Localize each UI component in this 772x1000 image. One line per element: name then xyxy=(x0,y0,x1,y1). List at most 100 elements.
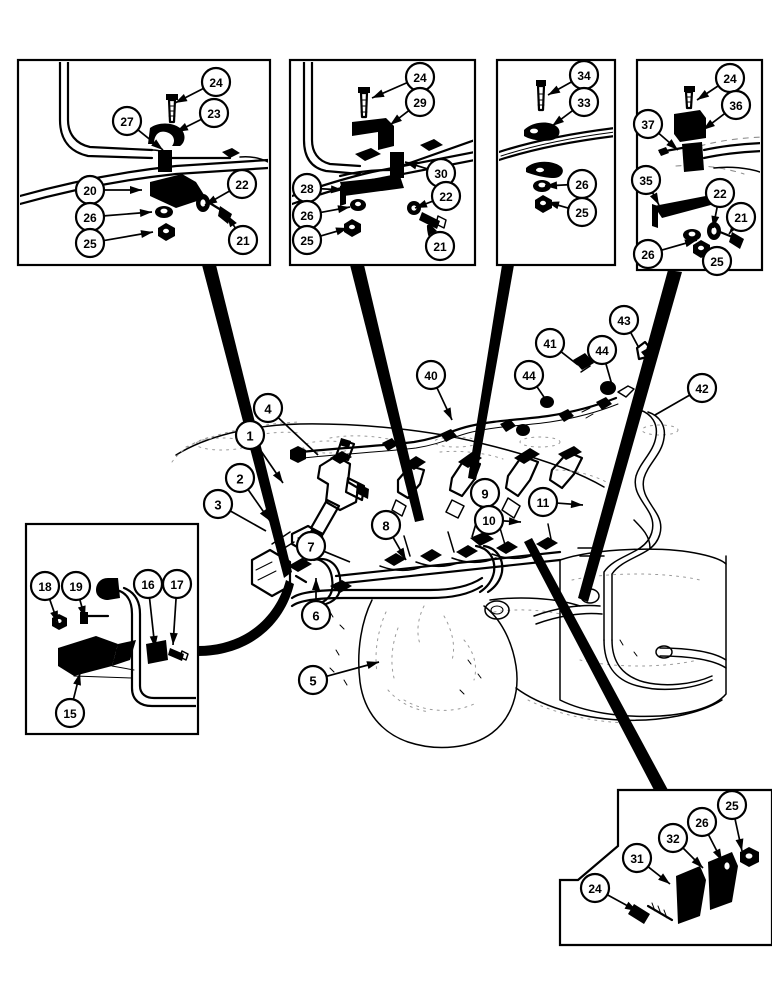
washer-44-a xyxy=(540,396,554,408)
callout-bubble[interactable] xyxy=(424,230,456,262)
bracket-28 xyxy=(340,176,404,206)
callout-bubble[interactable] xyxy=(29,570,61,602)
upper-center-left-detail-panel-callout-28-3: 28 xyxy=(291,172,344,204)
callout-bubble[interactable] xyxy=(632,108,664,140)
callout-number: 43 xyxy=(617,314,631,328)
callout-bubble[interactable] xyxy=(297,664,329,696)
upper-center-right-detail-panel-callout-33-1: 33 xyxy=(551,86,600,127)
plate-31 xyxy=(676,866,706,924)
callout-bubble[interactable] xyxy=(370,509,402,541)
bolt-19 xyxy=(80,612,110,624)
nut-25 xyxy=(535,195,552,213)
callout-arrowhead xyxy=(508,517,521,526)
callout-bubble[interactable] xyxy=(720,89,752,121)
main-callout-11-10: 11 xyxy=(527,486,584,518)
callout-bubble[interactable] xyxy=(657,822,689,854)
callout-bubble[interactable] xyxy=(198,97,230,129)
callout-bubble[interactable] xyxy=(111,105,143,137)
callout-number: 25 xyxy=(83,237,97,251)
callout-number: 27 xyxy=(120,115,134,129)
clamp-body xyxy=(158,150,172,172)
callout-bubble[interactable] xyxy=(686,806,718,838)
upper-left-detail-panel-callout-25-5: 25 xyxy=(74,227,154,259)
callout-bubble[interactable] xyxy=(226,168,258,200)
callout-bubble[interactable] xyxy=(566,196,598,228)
callout-arrowhead xyxy=(691,856,703,868)
callout-bubble[interactable] xyxy=(534,327,566,359)
nut-4 xyxy=(290,446,306,463)
bolt-17 xyxy=(168,648,189,661)
callout-arrowhead xyxy=(735,838,744,851)
clamp-36 xyxy=(674,110,706,142)
callout-arrowhead xyxy=(649,192,659,205)
callout-bubble[interactable] xyxy=(568,86,600,118)
callout-number: 36 xyxy=(729,99,743,113)
callout-bubble[interactable] xyxy=(202,488,234,520)
callout-bubble[interactable] xyxy=(404,86,436,118)
callout-bubble[interactable] xyxy=(725,201,757,233)
callout-bubble[interactable] xyxy=(686,372,718,404)
callout-bubble[interactable] xyxy=(701,245,733,277)
callout-bubble[interactable] xyxy=(513,359,545,391)
washer-26 xyxy=(155,206,173,218)
callout-bubble[interactable] xyxy=(200,66,232,98)
callout-bubble[interactable] xyxy=(579,872,611,904)
upper-right-detail-panel-callout-21-5: 21 xyxy=(725,201,757,235)
callout-arrowhead xyxy=(390,114,402,125)
upper-right-detail-panel-callout-35-3: 35 xyxy=(630,164,662,206)
callout-bubble[interactable] xyxy=(716,789,748,821)
callout-number: 3 xyxy=(214,498,221,513)
callout-bubble[interactable] xyxy=(161,568,193,600)
callout-number: 15 xyxy=(63,707,77,721)
callout-bubble[interactable] xyxy=(60,570,92,602)
callout-bubble[interactable] xyxy=(291,224,323,256)
callout-bubble[interactable] xyxy=(234,419,266,451)
callout-arrowhead xyxy=(176,123,189,132)
callout-arrowhead xyxy=(337,205,350,214)
callout-bubble[interactable] xyxy=(621,842,653,874)
callout-bubble[interactable] xyxy=(74,227,106,259)
clip-23 xyxy=(148,123,185,146)
callout-bubble[interactable] xyxy=(295,530,327,562)
main-callout-43-15: 43 xyxy=(608,304,640,349)
callout-bubble[interactable] xyxy=(473,504,505,536)
callout-bubble[interactable] xyxy=(300,599,332,631)
callout-number: 22 xyxy=(235,178,249,192)
upper-left-detail-panel-callout-23-2: 23 xyxy=(175,97,230,133)
callout-bubble[interactable] xyxy=(704,177,736,209)
callout-arrowhead xyxy=(443,407,452,420)
main-callout-10-9: 10 xyxy=(473,504,522,536)
bolt-24 xyxy=(358,87,370,119)
callout-bubble[interactable] xyxy=(632,238,664,270)
callout-number: 44 xyxy=(595,344,609,358)
callout-bubble[interactable] xyxy=(227,224,259,256)
callout-number: 26 xyxy=(300,209,314,223)
callout-number: 32 xyxy=(666,832,680,846)
washer-22 xyxy=(407,201,421,215)
callout-bubble[interactable] xyxy=(608,304,640,336)
callout-leader-line xyxy=(536,386,547,401)
lower-right-detail-panel-callout-31-3: 31 xyxy=(621,842,671,885)
main-callout-44-14: 44 xyxy=(586,334,618,386)
callout-bubble[interactable] xyxy=(586,334,618,366)
callout-bubble[interactable] xyxy=(54,697,86,729)
callout-bubble[interactable] xyxy=(430,180,462,212)
callout-arrowhead xyxy=(697,90,710,100)
callout-bubble[interactable] xyxy=(415,359,447,391)
callout-bubble[interactable] xyxy=(527,486,559,518)
callout-number: 25 xyxy=(725,799,739,813)
callout-arrowhead xyxy=(312,578,320,590)
clip-33-lower xyxy=(526,161,563,178)
callout-bubble[interactable] xyxy=(224,462,256,494)
callout-bubble[interactable] xyxy=(252,392,284,424)
callout-number: 24 xyxy=(723,72,737,86)
callout-bubble[interactable] xyxy=(630,164,662,196)
callout-arrowhead xyxy=(624,901,637,911)
